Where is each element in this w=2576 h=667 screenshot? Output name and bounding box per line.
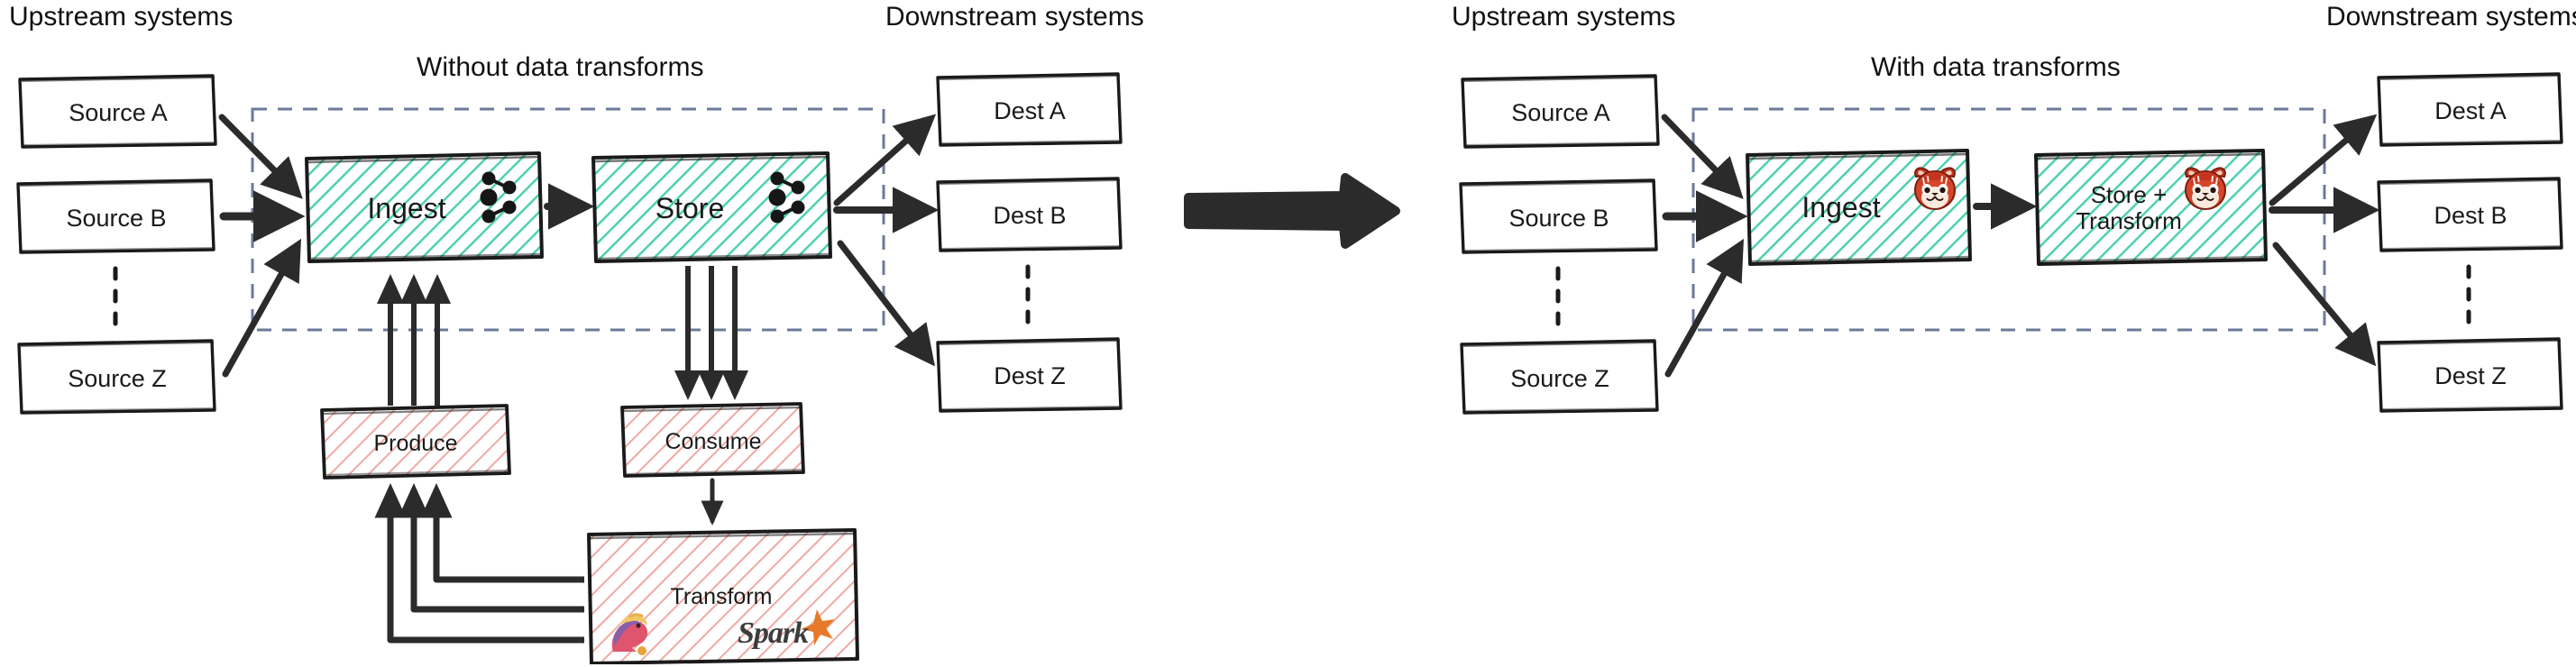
flink-icon	[602, 610, 667, 662]
right-source-z-label: Source Z	[1510, 364, 1609, 392]
right-source-z-box	[1460, 339, 1659, 415]
right-downstream-header: Downstream systems	[2326, 2, 2576, 32]
left-produce-box	[320, 404, 511, 480]
left-store-to-consume-arrows	[674, 266, 748, 400]
left-source-a-label: Source A	[69, 99, 168, 127]
right-ingest-label: Ingest	[1801, 191, 1881, 224]
right-dest-z-label: Dest Z	[2434, 362, 2507, 390]
left-downstream-header: Downstream systems	[885, 2, 1144, 32]
left-dest-z-box	[936, 337, 1123, 413]
left-produce-label: Produce	[373, 431, 458, 456]
spark-icon	[739, 606, 848, 662]
redpanda-icon	[2180, 164, 2231, 215]
right-dest-a-label: Dest A	[2434, 96, 2507, 124]
left-consume-box	[620, 402, 805, 478]
right-source-a-label: Source A	[1511, 99, 1610, 127]
redpanda-icon	[1910, 164, 1960, 215]
right-dest-z-box	[2377, 337, 2563, 413]
right-dest-b-box	[2377, 177, 2563, 252]
left-source-a-box	[18, 74, 217, 149]
right-source-b-box	[1459, 178, 1658, 254]
spark-wordmark: Spark	[738, 617, 809, 650]
right-upstream-header: Upstream systems	[1452, 2, 1676, 32]
left-source-z-label: Source Z	[68, 364, 167, 392]
right-source-a-box	[1461, 74, 1660, 149]
left-transform-box	[587, 528, 859, 664]
left-transform-to-produce-arrows	[374, 483, 584, 644]
left-ingest-label: Ingest	[367, 192, 446, 225]
left-dest-a-box	[936, 72, 1123, 147]
left-consume-label: Consume	[665, 428, 762, 454]
left-produce-to-ingest-arrows	[377, 274, 451, 406]
left-upstream-header: Upstream systems	[9, 2, 234, 32]
left-dest-b-label: Dest B	[993, 202, 1067, 230]
right-store-transform-label: Store + Transform	[2076, 180, 2182, 234]
left-flow-arrows	[218, 114, 940, 378]
right-dest-a-box	[2377, 72, 2563, 147]
left-dest-z-label: Dest Z	[994, 362, 1066, 390]
left-panel-title: Without data transforms	[417, 52, 704, 82]
right-panel-title: With data transforms	[1871, 52, 2121, 82]
right-source-b-label: Source B	[1508, 204, 1609, 232]
right-dest-b-label: Dest B	[2434, 202, 2507, 230]
left-source-b-box	[16, 178, 215, 254]
left-dest-b-box	[936, 177, 1123, 252]
left-source-b-label: Source B	[66, 204, 167, 232]
big-right-arrow	[1184, 173, 1400, 249]
left-dest-a-label: Dest A	[994, 96, 1066, 124]
right-flow-arrows	[1661, 114, 2380, 378]
kafka-icon	[476, 169, 521, 225]
left-store-label: Store	[655, 192, 725, 225]
right-ingest-box	[1746, 149, 1972, 266]
left-source-z-box	[17, 339, 216, 415]
left-transform-label: Transform	[670, 584, 773, 609]
kafka-icon	[765, 169, 810, 225]
